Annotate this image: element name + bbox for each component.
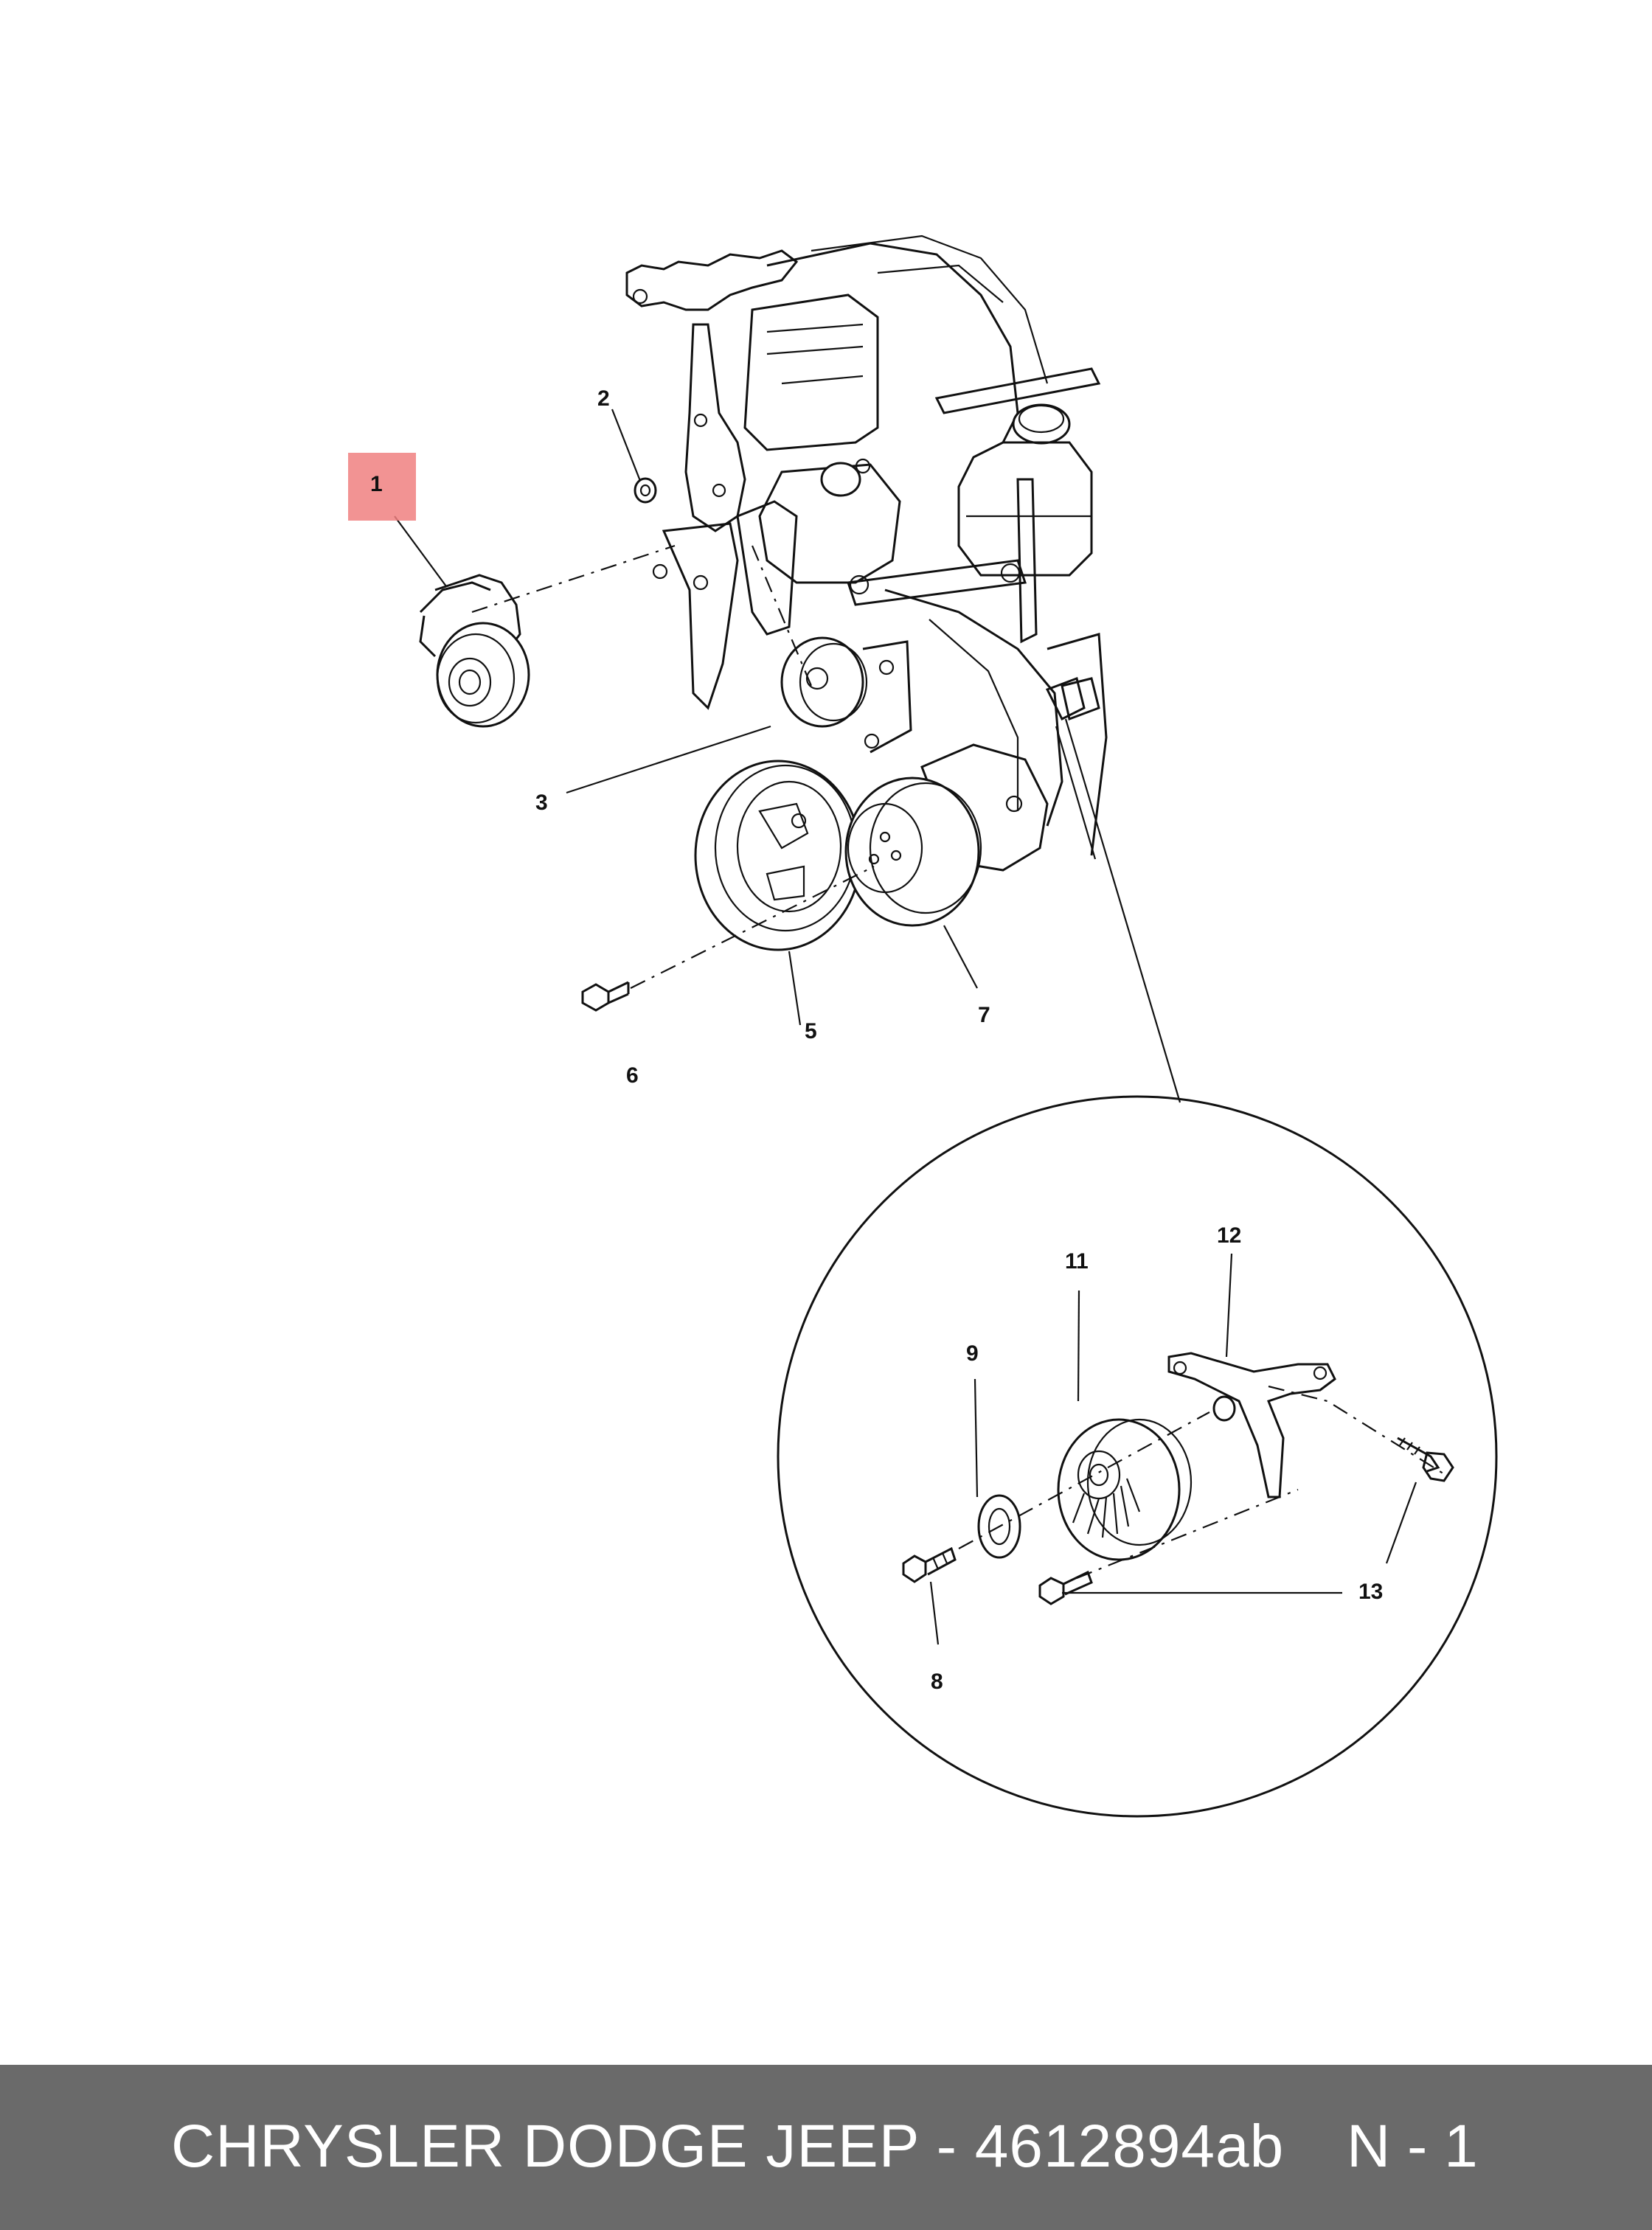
callout-12: 12: [1217, 1223, 1241, 1248]
callout-7: 7: [978, 1003, 990, 1027]
page-number: N - 1: [1347, 2113, 1478, 2180]
idler-pulley-drawing: [419, 574, 530, 728]
parts-diagram: 1 2 3 5 6 7 8 9 11 12 13: [348, 235, 1498, 1818]
part-title: CHRYSLER DODGE JEEP - 4612894ab: [171, 2113, 1285, 2180]
callout-1-highlight: [348, 453, 416, 521]
callout-3: 3: [535, 791, 548, 815]
leader-lines: [394, 409, 1181, 1103]
callout-13: 13: [1358, 1580, 1383, 1604]
callout-2: 2: [597, 386, 610, 411]
callout-8: 8: [931, 1670, 943, 1694]
callout-labels: 1 2 3 5 6 7 8 9 11 12 13: [370, 386, 1383, 1694]
detail-inset: [777, 1095, 1498, 1818]
callout-5: 5: [805, 1019, 817, 1043]
axis-lines: [471, 544, 875, 989]
callout-9: 9: [966, 1341, 979, 1366]
footer-bar: CHRYSLER DODGE JEEP - 4612894ab N - 1: [0, 2065, 1652, 2230]
callout-6: 6: [626, 1063, 639, 1088]
engine-block-drawing: [581, 235, 1108, 1012]
callout-1: 1: [370, 472, 383, 496]
callout-11: 11: [1065, 1249, 1089, 1274]
